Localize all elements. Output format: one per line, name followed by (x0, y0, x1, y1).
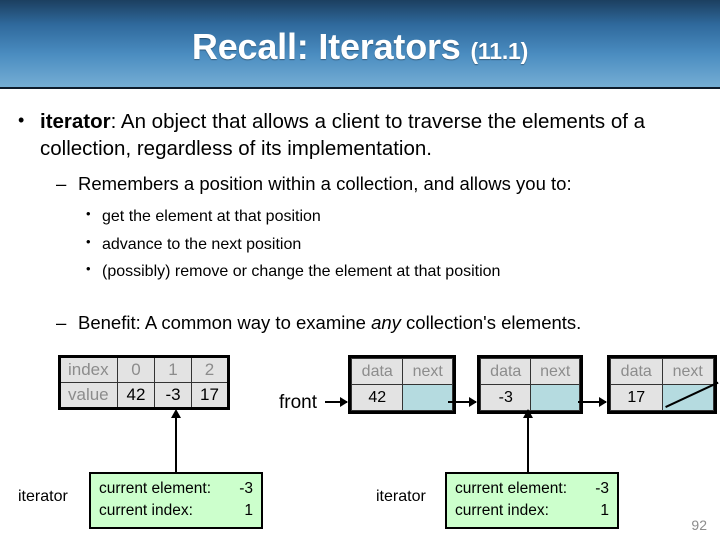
iterator-right-value-index: 1 (600, 502, 609, 519)
value-cell-2: 17 (191, 382, 229, 409)
benefit-text-pre: Benefit: A common way to examine (78, 312, 372, 333)
node-header-next: next (661, 358, 714, 385)
bullet-level1: • iterator: An object that allows a clie… (16, 108, 706, 163)
front-pointer-arrow-icon (325, 397, 348, 407)
dash-marker-icon: – (56, 312, 67, 333)
benefit-text-post: collection's elements. (400, 312, 582, 333)
bullet-level2-text: Remembers a position within a collection… (78, 173, 572, 194)
iterator-right-connector-line (527, 452, 529, 477)
list-item: • advance to the next position (86, 231, 706, 259)
node-header-data: data (610, 358, 663, 385)
node-value-row: 42 (350, 384, 453, 411)
list-item-label: advance to the next position (102, 235, 302, 253)
list-item-label: (possibly) remove or change the element … (102, 263, 501, 281)
node-header-next: next (530, 358, 580, 385)
iterator-right-row-element: current element: -3 (455, 478, 609, 500)
row-label-value: value (59, 382, 118, 409)
node-link-arrow-1-icon (448, 397, 477, 407)
node-header-row: data next (610, 358, 714, 385)
bullet-benefit: – Benefit: A common way to examine any c… (56, 311, 716, 335)
node-data-value: 17 (610, 384, 663, 411)
bullet-level3-list: • get the element at that position • adv… (86, 203, 706, 286)
row-label-index: index (59, 356, 118, 383)
benefit-text: Benefit: A common way to examine any col… (78, 311, 716, 335)
title-section-reference: (11.1) (470, 38, 529, 64)
iterator-right-pointer-arrow-icon (523, 409, 533, 453)
iterator-left-pointer-arrow-icon (171, 409, 181, 453)
title-main-text: Recall: Iterators (191, 26, 461, 67)
node-value-row: 17 (610, 384, 714, 411)
value-cell-0: 42 (117, 382, 155, 409)
bullet-marker-icon: • (18, 110, 25, 130)
linked-list-node-2: data next -3 (477, 355, 583, 414)
linked-list-node-3: data next 17 (607, 355, 717, 414)
index-cell-2: 2 (191, 356, 229, 383)
list-item: • (possibly) remove or change the elemen… (86, 258, 706, 286)
iterator-left-row-index: current index: 1 (99, 500, 253, 522)
node-value-row: -3 (479, 384, 580, 411)
iterator-right-key-element: current element: (455, 480, 567, 497)
node-header-next: next (402, 358, 453, 385)
node-null-pointer-icon (661, 384, 714, 411)
iterator-left-value-index: 1 (244, 502, 253, 519)
table-row-index: index 0 1 2 (59, 356, 229, 383)
bullet-dot-icon: • (86, 261, 91, 277)
linked-list-node-1: data next 42 (348, 355, 456, 414)
iterator-left-key-element: current element: (99, 480, 211, 497)
benefit-emphasis: any (371, 312, 401, 333)
index-cell-0: 0 (117, 356, 155, 383)
bullet-dot-icon: • (86, 206, 91, 221)
list-item: • get the element at that position (86, 203, 706, 231)
iterator-right-key-index: current index: (455, 502, 549, 519)
node-data-value: -3 (479, 384, 532, 411)
iterator-right-value-element: -3 (595, 480, 609, 497)
iterator-left-value-element: -3 (239, 480, 253, 497)
iterator-left-box: current element: -3 current index: 1 (89, 472, 263, 529)
node-next-pointer-cell (402, 384, 453, 411)
iterator-right-label: iterator (376, 488, 426, 505)
node-data-value: 42 (350, 384, 404, 411)
list-item-label: get the element at that position (102, 208, 321, 225)
node-header-row: data next (350, 358, 453, 385)
node-header-data: data (350, 358, 404, 385)
dash-marker-icon: – (56, 173, 67, 194)
iterator-left-label: iterator (18, 488, 68, 505)
bullet-level2: – Remembers a position within a collecti… (56, 172, 706, 196)
iterator-left-key-index: current index: (99, 502, 193, 519)
array-diagram-table: index 0 1 2 value 42 -3 17 (58, 355, 230, 410)
node-link-arrow-2-icon (578, 397, 607, 407)
iterator-left-row-element: current element: -3 (99, 478, 253, 500)
slide-number: 92 (691, 517, 707, 533)
bullet-dot-icon: • (86, 233, 91, 249)
table-row-value: value 42 -3 17 (59, 382, 229, 409)
node-next-pointer-cell (530, 384, 580, 411)
index-cell-1: 1 (154, 356, 192, 383)
front-pointer-label: front (279, 392, 318, 413)
node-header-data: data (479, 358, 532, 385)
iterator-right-row-index: current index: 1 (455, 500, 609, 522)
iterator-left-connector-line (175, 452, 177, 477)
iterator-definition: : An object that allows a client to trav… (40, 110, 646, 161)
node-header-row: data next (479, 358, 580, 385)
value-cell-1: -3 (154, 382, 192, 409)
title-banner: Recall: Iterators (11.1) (0, 0, 720, 89)
iterator-term: iterator (40, 110, 111, 133)
bullet-level1-text: iterator: An object that allows a client… (40, 108, 706, 163)
page-title: Recall: Iterators (11.1) (0, 26, 720, 68)
iterator-right-box: current element: -3 current index: 1 (445, 472, 619, 529)
